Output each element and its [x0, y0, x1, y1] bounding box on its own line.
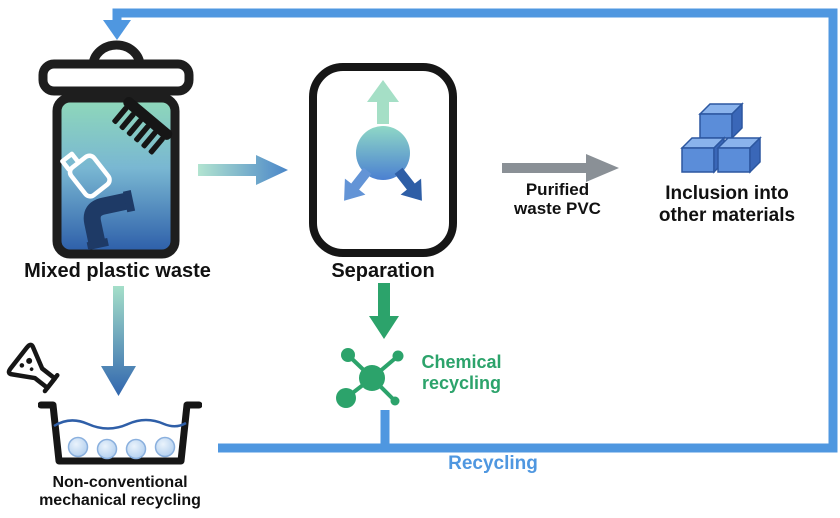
water-wave — [53, 418, 187, 430]
arrow-bin-to-mechanical — [101, 286, 136, 396]
separation-left-arrow — [344, 167, 372, 201]
chemical-recycling-label: Chemical recycling — [421, 352, 502, 393]
cube-bottom-right — [716, 136, 762, 174]
non-conventional-mechanical-recycling-label: Non-conventional mechanical recycling — [39, 474, 201, 510]
separation-box-icon — [309, 63, 457, 257]
material-cubes-icon — [680, 102, 762, 174]
pipe-icon — [83, 190, 136, 251]
arrow-bin-to-separation — [198, 155, 288, 185]
arrow-separation-to-inclusion — [502, 154, 619, 182]
trash-bin-icon — [38, 40, 194, 259]
bottle-icon — [60, 151, 112, 199]
mixed-plastic-waste-label: Mixed plastic waste — [24, 260, 211, 282]
inclusion-other-materials-label: Inclusion into other materials — [658, 183, 796, 226]
basin-icon — [38, 401, 202, 465]
separation-right-arrow — [394, 167, 422, 201]
bin-handle — [88, 40, 145, 71]
separation-label: Separation — [331, 260, 435, 282]
flask-icon — [6, 342, 60, 394]
arrow-separation-to-chemical — [369, 283, 399, 339]
bin-lid — [38, 59, 194, 96]
cube-top — [698, 102, 744, 140]
separation-up-arrow — [367, 80, 399, 124]
purified-waste-pvc-label: Purified waste PVC — [514, 180, 601, 219]
molecule-icon — [336, 348, 404, 408]
loop-down-arrowhead — [103, 20, 131, 40]
recycling-label: Recycling — [448, 453, 538, 474]
comb-icon — [112, 96, 173, 155]
plastic-balls — [67, 436, 176, 460]
separation-circle — [356, 126, 410, 180]
basin-outline — [38, 401, 202, 465]
